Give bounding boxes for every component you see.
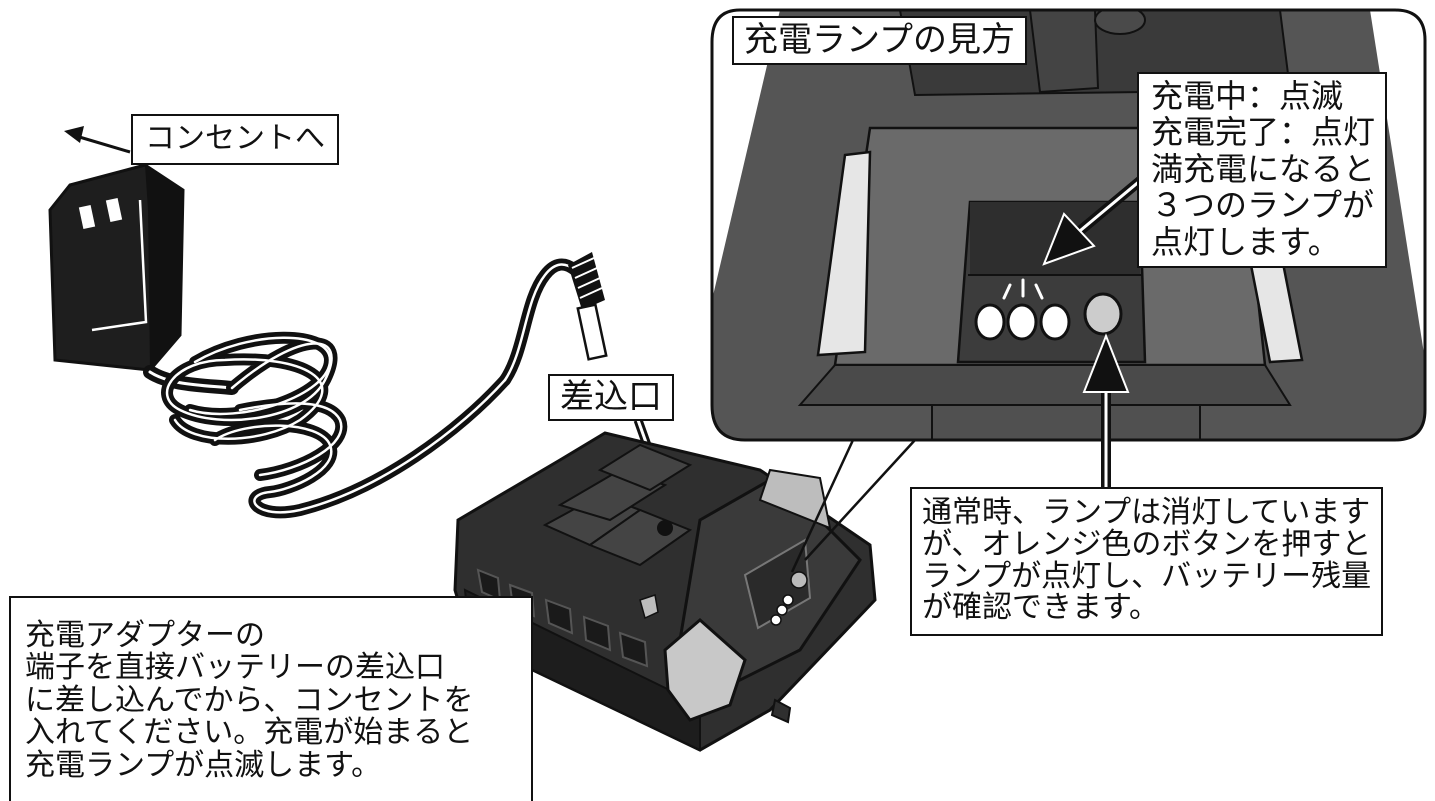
lamp-status-line: 充電完了：点灯 — [1151, 113, 1376, 152]
blink-rays-icon — [1002, 278, 1044, 300]
instructions-line: 充電アダプターの — [25, 618, 265, 653]
instructions-line: 入れてください。充電が始まると — [25, 715, 474, 751]
instructions-line: に差し込んでから、コンセントを — [25, 682, 474, 718]
lamp-status-line: ３つのランプが — [1151, 186, 1375, 225]
inset-title-text: 充電ランプの見方 — [744, 20, 1015, 60]
zoom-lines — [790, 439, 916, 573]
instructions-line: 端子を直接バッテリーの差込口 — [25, 650, 445, 686]
normal-note-box: 通常時、ランプは消灯しています が、オレンジ色のボタンを押すと ランプが点灯し、… — [910, 487, 1384, 637]
battery-lamps — [770, 571, 808, 626]
instructions-line: 充電ランプが点滅します。 — [25, 747, 382, 783]
outlet-arrow-icon — [64, 126, 131, 154]
normal-note-line: が確認できます。 — [922, 590, 1159, 626]
normal-note-line: ランプが点灯し、バッテリー残量 — [922, 558, 1372, 594]
outlet-label: コンセントへ — [131, 114, 339, 165]
lamp-status-box: 充電中：点滅 充電完了：点灯 満充電になると ３つのランプが 点灯します。 — [1137, 72, 1388, 269]
lamp-status-line: 点灯します。 — [1151, 222, 1340, 261]
charger-lamp-icon — [974, 292, 1123, 341]
lamp-status-line: 満充電になると — [1151, 149, 1376, 188]
dc-plug-icon — [568, 252, 608, 361]
lamp-status-line: 充電中：点滅 — [1151, 77, 1344, 115]
adapter-cable — [143, 258, 581, 519]
inlet-label-text: 差込口 — [560, 377, 662, 417]
outlet-label-text: コンセントへ — [145, 121, 325, 156]
inset-title: 充電ランプの見方 — [732, 16, 1027, 66]
instructions-box: 充電アダプターの 端子を直接バッテリーの差込口 に差し込んでから、コンセントを … — [9, 596, 533, 801]
normal-note-line: が、オレンジ色のボタンを押すと — [922, 526, 1372, 562]
battery-icon — [453, 431, 877, 752]
inlet-label: 差込口 — [548, 374, 674, 422]
power-adapter-icon — [48, 163, 185, 372]
button-arrow-icon — [1082, 333, 1130, 488]
normal-note-line: 通常時、ランプは消灯しています — [922, 495, 1371, 530]
